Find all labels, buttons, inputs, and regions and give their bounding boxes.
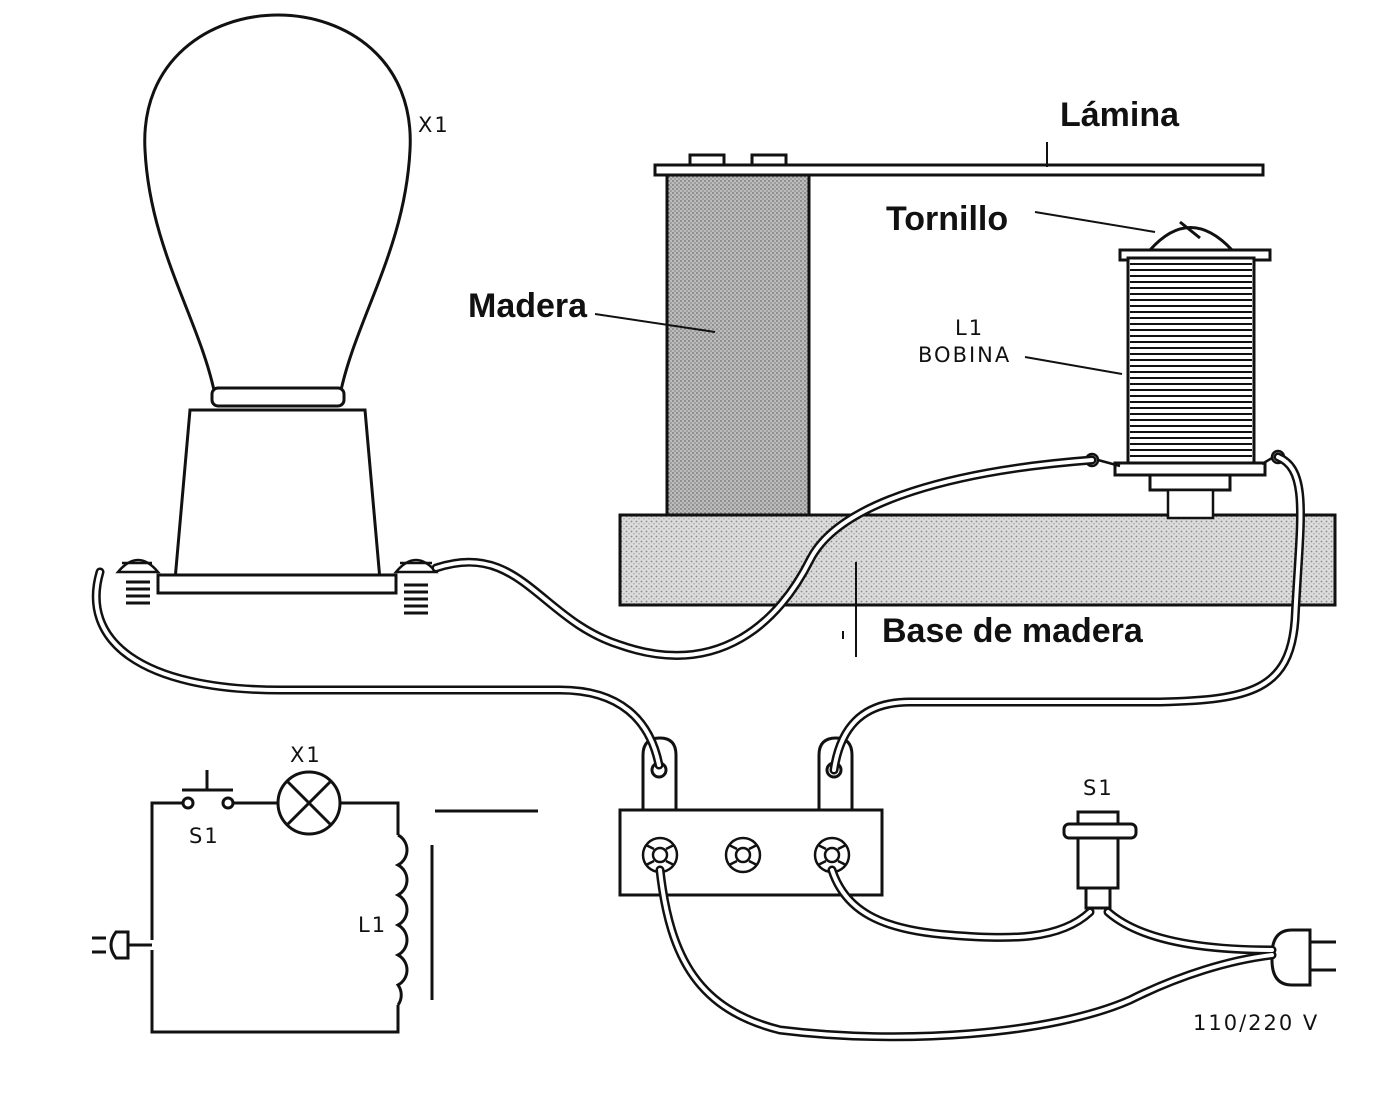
- coil-name-label: BOBINA: [918, 343, 1011, 367]
- small-labels: X1 X1 S1 L1 S1 110/220 V L1 BOBINA: [189, 113, 1319, 1035]
- coil-windings: [1130, 263, 1252, 457]
- lamp-terminal-screw-left: [115, 558, 161, 605]
- metal-strip: [653, 153, 1265, 177]
- screw-head: [1146, 220, 1236, 252]
- leader-lines: [594, 142, 1156, 657]
- wood-base: [618, 513, 1337, 607]
- tornillo-label: Tornillo: [886, 200, 1009, 238]
- base-madera-label: Base de madera: [882, 612, 1143, 650]
- lamp-label: X1: [418, 113, 450, 137]
- schematic: [92, 770, 538, 1034]
- lamina-label: Lámina: [1060, 96, 1180, 134]
- lamp-terminal-screw-right: [393, 558, 439, 615]
- coil-bobbin: [1113, 248, 1272, 520]
- schematic-switch-label: S1: [189, 824, 220, 848]
- coil-ref-label: L1: [955, 316, 984, 340]
- power-plug: [1270, 928, 1336, 987]
- push-button-s1: [1062, 810, 1138, 910]
- wood-post: [665, 173, 811, 517]
- schematic-coil-label: L1: [358, 913, 387, 937]
- pictorial-switch-label: S1: [1083, 776, 1114, 800]
- light-bulb: [143, 13, 412, 595]
- madera-label: Madera: [468, 287, 588, 325]
- schematic-lamp-label: X1: [290, 743, 322, 767]
- wires: [91, 452, 1305, 1042]
- voltage-label: 110/220 V: [1193, 1011, 1319, 1035]
- terminal-block-screws: [641, 836, 851, 874]
